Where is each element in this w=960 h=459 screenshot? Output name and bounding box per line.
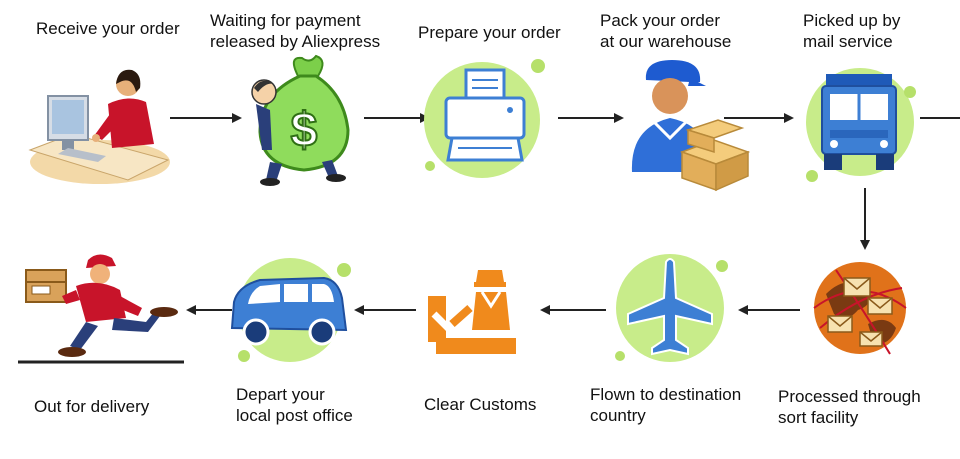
- step-7-label: Flown to destination country: [590, 384, 741, 426]
- step-4-line2: at our warehouse: [600, 32, 732, 51]
- globe-mail-icon: [813, 262, 907, 355]
- van-icon: [230, 258, 351, 362]
- svg-text:$: $: [291, 104, 318, 157]
- step-10-line1: Out for delivery: [34, 397, 150, 416]
- money-bag-icon: $: [251, 54, 350, 186]
- step-4-line1: Pack your order: [600, 11, 720, 30]
- printer-icon: [424, 59, 545, 178]
- customs-officer-icon: [428, 270, 516, 354]
- step-3-line1: Prepare your order: [418, 23, 561, 42]
- arrow-right-1-icon: [170, 113, 242, 123]
- step-2-line2: released by Aliexpress: [210, 32, 381, 51]
- step-3-label: Prepare your order: [418, 22, 561, 43]
- step-9-line1: Depart your: [236, 385, 325, 404]
- courier-icon: [18, 254, 184, 364]
- step-2-label: Waiting for payment released by Aliexpre…: [210, 10, 380, 52]
- step-9-line2: local post office: [236, 406, 353, 425]
- arrow-right-3-icon: [558, 113, 624, 123]
- step-6-label: Processed through sort facility: [778, 386, 921, 428]
- arrow-continue-icon: [920, 117, 960, 119]
- truck-icon: [806, 68, 916, 182]
- step-2-line1: Waiting for payment: [210, 11, 361, 30]
- airplane-icon: [615, 254, 728, 362]
- step-5-label: Picked up by mail service: [803, 10, 900, 52]
- arrow-down-icon: [860, 188, 870, 250]
- arrow-left-3-icon: [354, 305, 416, 315]
- step-8-line1: Clear Customs: [424, 395, 537, 414]
- step-9-label: Depart your local post office: [236, 384, 353, 426]
- warehouse-worker-icon: [631, 60, 751, 192]
- arrow-left-4-icon: [186, 305, 232, 315]
- step-4-label: Pack your order at our warehouse: [600, 10, 731, 52]
- step-6-line1: Processed through: [778, 387, 921, 406]
- step-6-line2: sort facility: [778, 408, 859, 427]
- step-5-line1: Picked up by: [803, 11, 901, 30]
- arrow-left-1-icon: [738, 305, 800, 315]
- person-at-computer-icon: [28, 69, 170, 184]
- step-10-label: Out for delivery: [34, 396, 149, 417]
- step-1-line1: Receive your order: [36, 19, 180, 38]
- step-7-line1: Flown to destination: [590, 385, 742, 404]
- step-1-label: Receive your order: [36, 18, 180, 39]
- step-5-line2: mail service: [803, 32, 893, 51]
- step-8-label: Clear Customs: [424, 394, 536, 415]
- step-7-line2: country: [590, 406, 646, 425]
- arrow-left-2-icon: [540, 305, 606, 315]
- arrow-right-4-icon: [724, 113, 794, 123]
